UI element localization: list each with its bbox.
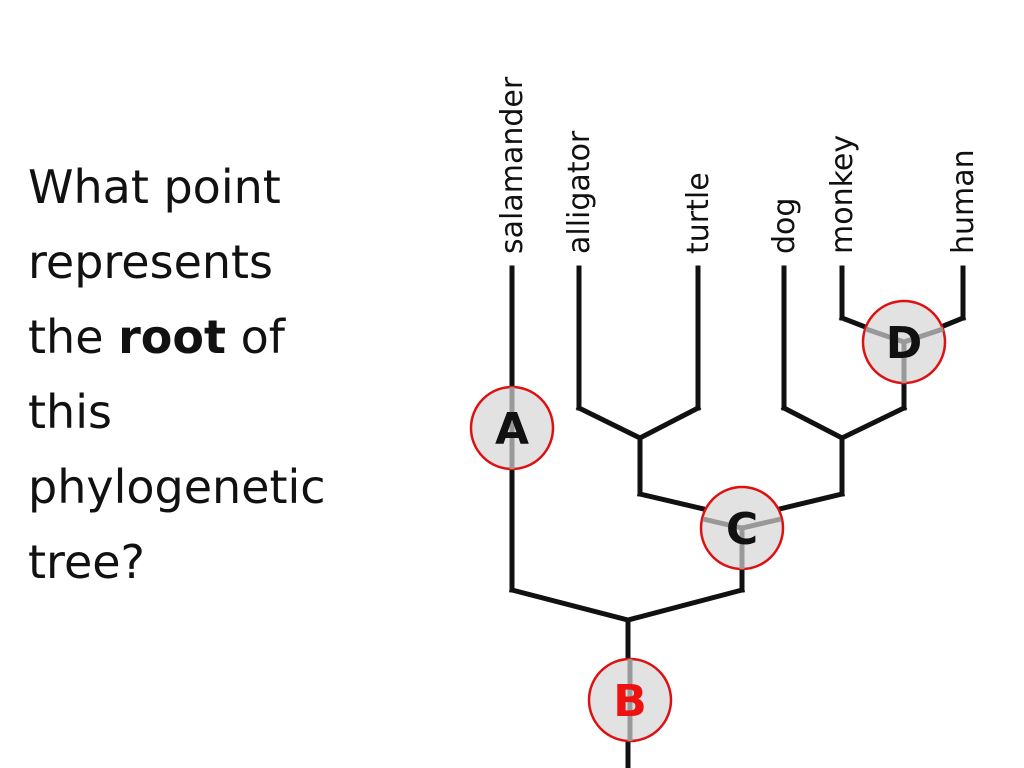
question-text: What point represents the root of this p… — [28, 150, 388, 600]
question-line-3-post: of — [226, 310, 285, 364]
taxon-alligator: alligator — [562, 130, 597, 254]
taxon-salamander: salamander — [495, 76, 530, 254]
question-root-word: root — [118, 310, 227, 364]
question-line-5: phylogenetic — [28, 460, 326, 514]
branch-mammal-split — [780, 404, 908, 441]
node-d-label: D — [886, 318, 923, 369]
node-d[interactable]: D — [861, 299, 947, 385]
question-line-2: represents — [28, 235, 274, 289]
node-b-label: B — [613, 676, 647, 727]
question-line-1: What point — [28, 160, 281, 214]
taxon-dog: dog — [767, 198, 802, 254]
taxon-monkey: monkey — [825, 135, 860, 254]
question-line-3: the root of — [28, 300, 388, 375]
node-a[interactable]: A — [469, 385, 555, 471]
node-b[interactable]: B — [587, 657, 673, 743]
node-a-label: A — [495, 404, 529, 455]
question-line-6: tree? — [28, 535, 145, 589]
question-line-4: this — [28, 385, 112, 439]
branch-reptile-split — [575, 404, 702, 441]
node-c-label: C — [726, 504, 758, 555]
taxon-human: human — [946, 149, 981, 254]
branch-root-split — [508, 586, 746, 623]
question-line-3-pre: the — [28, 310, 119, 364]
taxon-turtle: turtle — [681, 172, 716, 254]
taxon-labels: salamander alligator turtle dog monkey h… — [495, 76, 981, 254]
node-c[interactable]: C — [699, 485, 785, 571]
